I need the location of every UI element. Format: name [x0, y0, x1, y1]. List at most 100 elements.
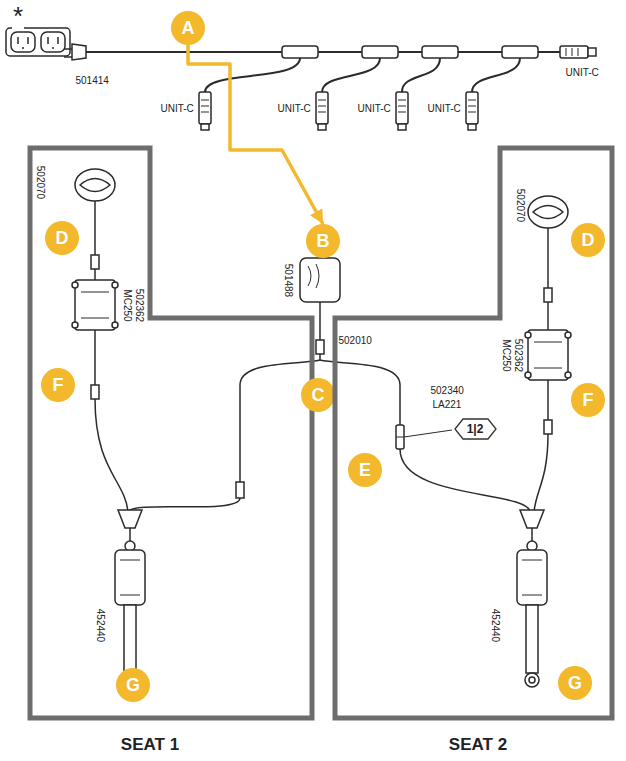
control-button: [80, 179, 110, 192]
rod-eye: [529, 677, 535, 683]
cord-branch: [472, 58, 520, 92]
cord-splitter: [502, 46, 538, 58]
plug-tip: [201, 124, 209, 130]
part-label: UNIT-C: [357, 103, 392, 114]
cable-connector: [544, 420, 552, 434]
seat-region: SEAT 1 D F G: [28, 146, 314, 758]
part-number: 452440: [490, 607, 501, 642]
module-ear: [565, 332, 571, 338]
part-label: *: [12, 2, 24, 31]
callout-letter-text: F: [53, 376, 64, 394]
power-cord: [86, 51, 560, 53]
part-number: UNIT-C: [160, 103, 195, 114]
callout-letter-text: C: [312, 386, 325, 404]
note-mark: *: [12, 2, 24, 31]
seat-region: SEAT 2DE1|2FG: [333, 146, 615, 758]
hand-control: [528, 196, 568, 228]
control-module: [75, 280, 115, 330]
part-number: UNIT-C: [427, 103, 462, 114]
cable: [534, 434, 548, 512]
part-number: 501414: [75, 75, 110, 86]
part-label: 452440: [95, 607, 106, 642]
actuator-rod: [124, 605, 136, 673]
callout-letter: E: [348, 453, 382, 487]
callout-letter-text: E: [359, 461, 371, 479]
cable: [128, 498, 240, 512]
callout-letter-text: B: [317, 232, 330, 250]
cord-splitter: [422, 46, 458, 58]
seat-heading: SEAT 1: [121, 736, 179, 755]
cable-connector: [91, 255, 99, 269]
cable-connector: [316, 340, 324, 354]
part-label: 502070: [35, 164, 46, 199]
y-connector: [396, 425, 404, 449]
part-label: 502362: [134, 287, 145, 322]
position-tag: 1|2: [454, 418, 497, 440]
module-ear: [525, 332, 531, 338]
callout-letter: C: [301, 378, 335, 412]
seat-outline: [335, 148, 612, 718]
plug-ridges: [318, 100, 326, 112]
part-label: UNIT-C: [160, 103, 195, 114]
callout-letter: G: [558, 666, 592, 700]
part-number: UNIT-C: [357, 103, 392, 114]
unit-plug: [316, 92, 328, 124]
callout-letter-text: F: [583, 391, 594, 409]
part-number: UNIT-C: [277, 103, 312, 114]
callout-letter-text: D: [582, 231, 595, 249]
part-label: 501488: [283, 262, 294, 297]
actuator-rod: [526, 605, 538, 673]
cable: [94, 269, 96, 280]
callout-letter: D: [45, 221, 79, 255]
cable-connector: [544, 288, 552, 302]
tag-outline: [455, 419, 496, 439]
module-ear: [525, 372, 531, 378]
unit-plug: [560, 46, 588, 58]
part-number: 502070: [35, 164, 46, 199]
part-number: 501488: [283, 262, 294, 297]
cable: [129, 528, 131, 542]
module-ear: [112, 282, 118, 288]
part-number: 502362: [513, 337, 524, 372]
unit-plug: [199, 92, 211, 124]
callout-letter-text: G: [126, 676, 140, 694]
module-detail: [534, 342, 562, 368]
callout-letter: D: [571, 223, 605, 257]
part-label: 502362: [513, 337, 524, 372]
part-number: MC250: [122, 288, 133, 322]
part-label: MC250: [501, 338, 512, 372]
cable: [400, 449, 530, 512]
part-number: UNIT-C: [565, 67, 600, 78]
callout-letter: G: [116, 668, 150, 702]
callout-letter: A: [171, 11, 205, 45]
cable: [547, 228, 549, 288]
plug-tip: [588, 48, 596, 56]
actuator-motor: [517, 550, 547, 605]
callout-letter: B: [306, 224, 340, 258]
callout-letter-text: A: [182, 19, 195, 37]
connector-detail: [396, 437, 404, 438]
cable: [94, 201, 96, 255]
module-ear: [72, 322, 78, 328]
module-ear: [112, 322, 118, 328]
motor-detail: [522, 560, 542, 595]
part-number: 452440: [95, 607, 106, 642]
unit-plug: [466, 92, 478, 124]
plug-ridges: [566, 48, 578, 56]
power-supply: [300, 258, 340, 302]
part-label: 452440: [490, 607, 501, 642]
hand-control: [75, 169, 115, 201]
plug-tip: [468, 124, 476, 130]
plug-prongs: [64, 49, 72, 57]
part-number: LA221: [432, 399, 463, 410]
cord-branch: [402, 58, 440, 92]
cord-splitter: [282, 46, 318, 58]
y-junction: [118, 510, 142, 528]
tag-text: 1|2: [467, 423, 484, 435]
module-detail: [81, 292, 109, 318]
part-number: 502010: [338, 335, 373, 346]
motor-detail: [120, 560, 140, 595]
seat-outline: [30, 148, 312, 718]
part-label: 502070: [515, 187, 526, 222]
rod-end: [525, 673, 539, 687]
